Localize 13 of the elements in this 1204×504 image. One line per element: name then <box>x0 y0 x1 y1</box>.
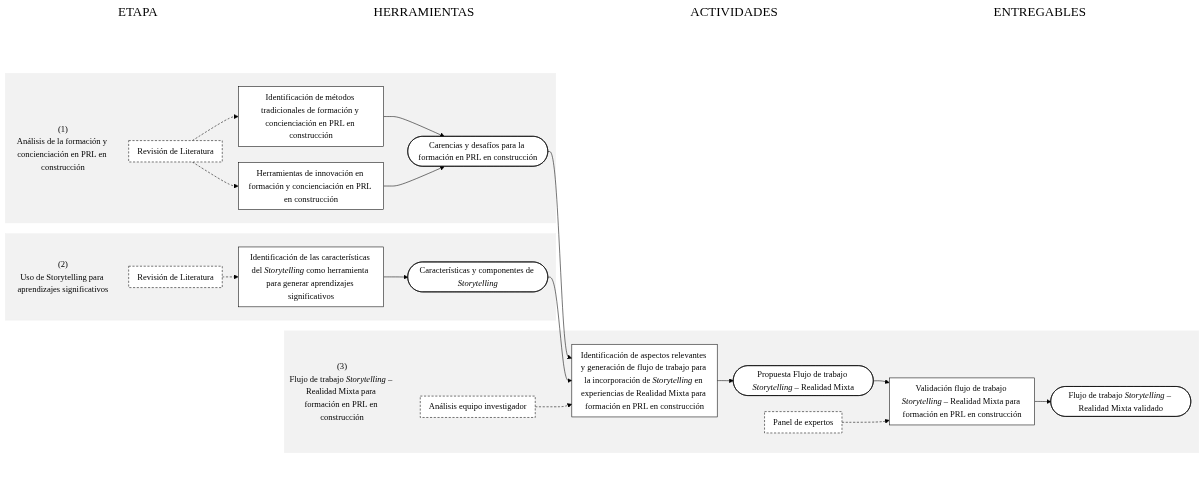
node-box: Identificación de métodos tradicionales de formación y concienciación en PRL en construcción <box>238 86 384 147</box>
node-box: Validación flujo de trabajo Storytelling – Realidad Mixta para formación en PRL en construcción <box>889 377 1035 426</box>
node-box: Panel de expertos <box>764 411 843 434</box>
node-box: Identificación de las características del Storytelling como herramienta para generar aprendizajes significativos <box>238 246 384 308</box>
node-box: Herramientas de innovación en formación y concienciación en PRL en construcción <box>238 162 384 210</box>
column-header: ETAPA <box>117 4 158 21</box>
column-header: ENTREGABLES <box>993 4 1086 21</box>
node-box: Revisión de Literatura <box>128 140 223 163</box>
node-box: Revisión de Literatura <box>128 265 223 288</box>
node-box: Análisis equipo investigador <box>420 395 536 418</box>
column-header: ACTIVIDADES <box>690 4 778 21</box>
node-box: Identificación de aspectos relevantes y generación de flujo de trabajo para la incorporación de Storytelling en experiencias de Realidad Mixta para formación en PRL en construcción <box>571 344 718 418</box>
column-header: HERRAMIENTAS <box>373 4 475 21</box>
